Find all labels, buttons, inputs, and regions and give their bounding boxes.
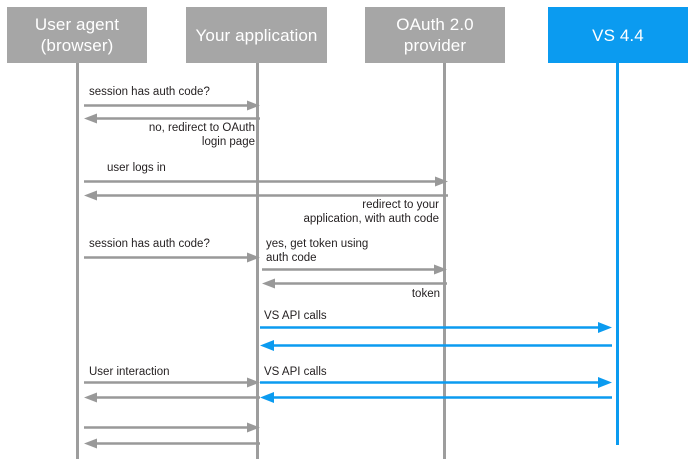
message-label-m7: token <box>411 288 440 300</box>
message-arrow-m12 <box>84 392 260 403</box>
actor-box-user-agent[interactable]: User agent (browser) <box>7 7 147 63</box>
message-arrow-m9 <box>260 340 612 351</box>
actor-label-user-agent: User agent (browser) <box>34 15 120 55</box>
message-arrow-m3 <box>84 176 448 187</box>
message-arrow-m15 <box>84 438 260 449</box>
message-label-m4: redirect to your application, with auth … <box>303 199 439 225</box>
lifeline-oauth-provider <box>443 63 446 459</box>
lifeline-your-application <box>256 63 259 459</box>
lifeline-vs <box>616 63 619 445</box>
message-label-m3: user logs in <box>107 162 166 174</box>
message-arrow-m1 <box>84 100 260 111</box>
message-label-m10: User interaction <box>89 366 170 378</box>
actor-label-oauth-provider: OAuth 2.0 provider <box>396 15 474 55</box>
actor-box-vs[interactable]: VS 4.4 <box>548 7 688 63</box>
message-arrow-m5 <box>84 252 260 263</box>
message-label-m2: no, redirect to OAuth login page <box>148 122 255 148</box>
actor-label-your-application: Your application <box>195 25 318 45</box>
message-arrow-m6 <box>262 264 447 275</box>
actor-label-vs: VS 4.4 <box>592 25 644 45</box>
actor-box-your-application[interactable]: Your application <box>186 7 327 63</box>
message-label-m8: VS API calls <box>264 310 327 322</box>
message-label-m6: yes, get token using auth code <box>266 238 369 264</box>
message-label-m11: VS API calls <box>264 366 327 378</box>
lifeline-user-agent <box>76 63 79 459</box>
actor-box-oauth-provider[interactable]: OAuth 2.0 provider <box>365 7 505 63</box>
message-arrow-m13 <box>260 392 612 403</box>
message-arrow-m8 <box>260 322 612 333</box>
message-arrow-m14 <box>84 422 260 433</box>
message-label-m1: session has auth code? <box>89 86 210 98</box>
message-label-m5: session has auth code? <box>89 238 210 250</box>
